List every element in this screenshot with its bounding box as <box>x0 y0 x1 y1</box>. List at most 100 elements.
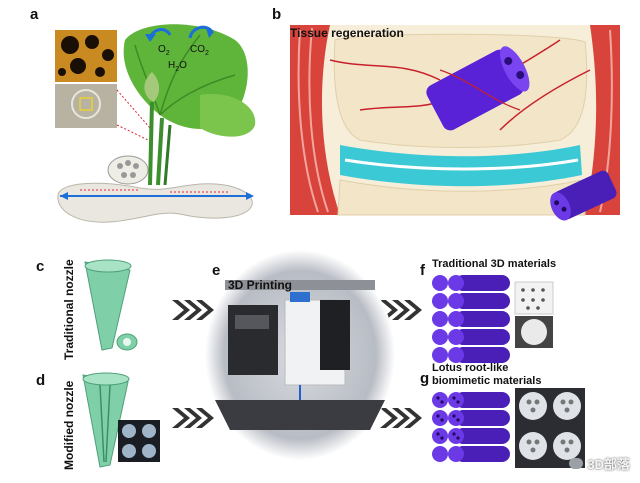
g-micro-holes <box>526 399 574 453</box>
nozzle-tip-hole <box>123 338 131 346</box>
panel-letter-c: c <box>36 258 45 275</box>
nozzle-top <box>84 259 132 273</box>
section-ring <box>71 89 101 119</box>
gas-arrow-out <box>188 25 214 39</box>
g-micro-disc <box>553 392 581 420</box>
muscle-stripe <box>297 29 319 213</box>
flow-arrow-head <box>246 192 254 200</box>
scaffold-body <box>426 49 524 131</box>
lotus-leaf-small <box>200 94 256 137</box>
lotus-bud <box>144 72 160 102</box>
chevron-right-icon <box>172 408 214 428</box>
panel-letter-a: a <box>30 6 39 23</box>
leaf-vein <box>134 44 161 116</box>
panel-b-title: Tissue regeneration <box>290 26 404 40</box>
tip-hole <box>142 444 156 458</box>
panel-e-title: 3D Printing <box>228 278 293 292</box>
tip-hole <box>122 424 136 438</box>
small-scaffold-channel <box>561 206 567 212</box>
printer-rail <box>225 280 375 290</box>
root-hole <box>117 163 123 169</box>
stem <box>156 117 164 186</box>
panel-f-title: Traditional 3D materials <box>432 258 557 270</box>
pore <box>61 36 79 54</box>
pore <box>58 68 66 76</box>
chevron-right-icon <box>380 408 422 428</box>
panel-letter-f: f <box>420 262 425 279</box>
lotus-scaffold-rod-ends <box>432 392 464 462</box>
blood-vessel-in-scaffold <box>439 69 521 111</box>
blood-vessel <box>329 59 441 81</box>
panel-letter-d: d <box>36 372 46 389</box>
lotus-scaffold-channels <box>436 396 460 440</box>
scaffold-channel <box>516 70 525 79</box>
wechat-icon <box>569 458 584 469</box>
nozzle-inner-rod <box>99 384 105 463</box>
leaf-vein <box>159 74 236 116</box>
chevron-right-icon <box>172 300 214 320</box>
pore <box>95 67 105 77</box>
zoom-line <box>116 124 149 141</box>
watermark: 3D部落 <box>569 454 630 473</box>
scaffold-rod-ends <box>432 275 464 363</box>
small-scaffold-channel <box>554 200 560 206</box>
pore <box>102 49 114 61</box>
root-disc <box>107 155 149 185</box>
chevron-right-icon <box>380 300 422 320</box>
label-o2: O2 <box>158 44 170 57</box>
pore <box>70 58 86 74</box>
lotus-root <box>57 182 253 223</box>
gas-arrow-head <box>145 34 156 42</box>
label-h2o: H2O <box>168 60 187 73</box>
g-micro-disc <box>553 432 581 460</box>
scaffold-rods <box>455 275 510 363</box>
cartilage <box>340 145 582 187</box>
small-scaffold-end <box>550 192 571 221</box>
pore <box>85 35 99 49</box>
root-hole <box>133 163 139 169</box>
stem <box>163 124 172 186</box>
root-hole <box>121 172 127 178</box>
lotus-scaffold-rods <box>455 392 510 462</box>
flow-arrow-head <box>60 192 68 200</box>
root-hole <box>130 172 136 178</box>
f-micrograph-top <box>514 281 554 315</box>
nozzle-inner-rod <box>105 384 111 463</box>
tip-hole <box>142 424 156 438</box>
scaffold-implant <box>426 46 530 131</box>
g-micro-disc <box>519 392 547 420</box>
muscle-stripe <box>308 27 329 213</box>
zoom-box <box>79 97 93 111</box>
cross-section-micrograph <box>55 84 117 128</box>
zoom-line <box>116 89 151 129</box>
micro-dots <box>521 288 545 310</box>
tip-hole <box>122 444 136 458</box>
scaffold-small <box>550 170 617 221</box>
scaffold-channel <box>504 56 513 65</box>
joint-gap <box>344 158 579 171</box>
f-micrograph-disc <box>521 319 547 345</box>
root-hole <box>125 160 131 166</box>
printer-fan <box>320 300 350 370</box>
stem <box>148 101 154 186</box>
watermark-text: 3D部落 <box>587 457 630 472</box>
muscle-left <box>290 25 340 215</box>
panel-letter-b: b <box>272 6 282 23</box>
printer-clip <box>290 292 310 302</box>
blood-vessel <box>499 69 591 131</box>
print-bed <box>215 400 385 430</box>
nozzle-top <box>82 372 130 386</box>
panel-letter-g: g <box>420 370 430 387</box>
leaf-vein <box>159 34 201 116</box>
label-co2: CO2 <box>190 44 209 57</box>
panel-g-title-2: biomimetic materials <box>432 375 542 387</box>
gas-arrow-head <box>206 28 214 38</box>
